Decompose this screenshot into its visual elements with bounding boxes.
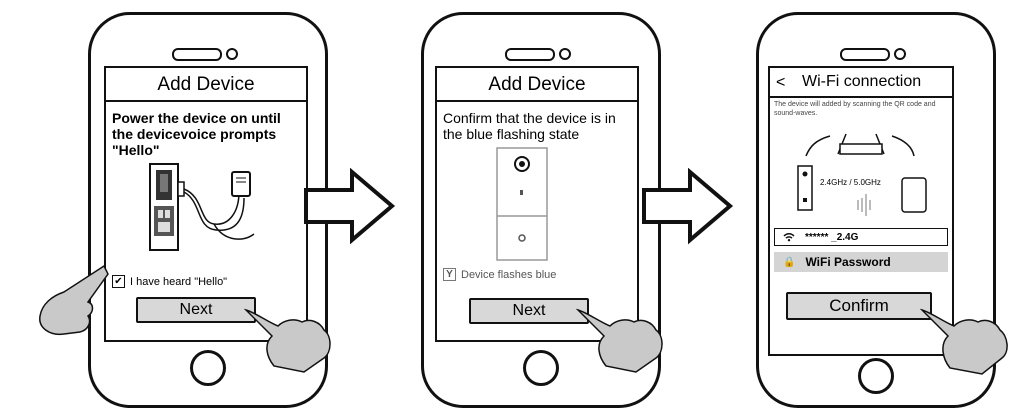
heard-hello-checkbox[interactable]: ✔ <box>112 275 125 288</box>
hand-tap-icon <box>920 308 1008 375</box>
page-title: Add Device <box>488 74 586 95</box>
wifi-ssid-value: ****** _2.4G <box>805 231 859 243</box>
doorbell-flashing-illustration <box>496 147 548 261</box>
wifi-icon <box>783 233 795 242</box>
confirm-button[interactable]: Confirm <box>786 292 932 320</box>
home-button[interactable] <box>523 350 559 386</box>
flashes-blue-checkbox[interactable]: Y <box>443 268 456 281</box>
speaker <box>505 48 555 61</box>
phone-step-3: < Wi-Fi connection The device will added… <box>756 12 996 408</box>
description-text: The device will added by scanning the QR… <box>774 101 936 117</box>
arrow-right-icon <box>642 168 734 245</box>
home-button[interactable] <box>190 350 226 386</box>
doorbell-illustration <box>149 163 255 251</box>
next-button[interactable]: Next <box>136 297 256 323</box>
instruction-text: Power the device on until the devicevoic… <box>112 110 281 158</box>
lock-icon: 🔒 <box>783 256 796 268</box>
screen: < Wi-Fi connection The device will added… <box>768 66 954 356</box>
checkbox-label: I have heard "Hello" <box>130 275 228 288</box>
wifi-password-field[interactable]: 🔒 WiFi Password <box>774 252 948 272</box>
page-title: Wi-Fi connection <box>802 73 922 90</box>
title-divider <box>106 100 306 102</box>
wifi-password-label: WiFi Password <box>805 255 891 269</box>
back-button[interactable]: < <box>776 74 786 91</box>
speaker <box>840 48 890 61</box>
checkbox-label: Device flashes blue <box>461 268 557 281</box>
camera <box>226 48 238 60</box>
phone-step-1: Add Device Power the device on until the… <box>88 12 328 408</box>
band-label: 2.4GHz / 5.0GHz <box>820 178 881 187</box>
instruction-text: Confirm that the device is in the blue f… <box>443 110 616 142</box>
screen: Add Device Confirm that the device is in… <box>435 66 639 342</box>
router-illustration <box>797 133 927 216</box>
title-divider <box>770 96 952 98</box>
hand-tap-icon <box>576 308 663 373</box>
arrow-right-icon <box>304 168 396 245</box>
speaker <box>172 48 222 61</box>
wifi-ssid-field[interactable]: ****** _2.4G <box>774 228 948 246</box>
flashes-blue-checkbox-row[interactable]: Y Device flashes blue <box>443 268 556 281</box>
page-title: Add Device <box>157 74 255 95</box>
camera <box>559 48 571 60</box>
next-button[interactable]: Next <box>469 298 589 324</box>
hand-tap-icon <box>244 308 331 373</box>
hand-pointer-icon <box>39 264 109 336</box>
screen: Add Device Power the device on until the… <box>104 66 308 342</box>
camera <box>894 48 906 60</box>
home-button[interactable] <box>858 358 894 394</box>
title-divider <box>437 100 637 102</box>
heard-hello-checkbox-row[interactable]: ✔ I have heard "Hello" <box>112 275 227 288</box>
